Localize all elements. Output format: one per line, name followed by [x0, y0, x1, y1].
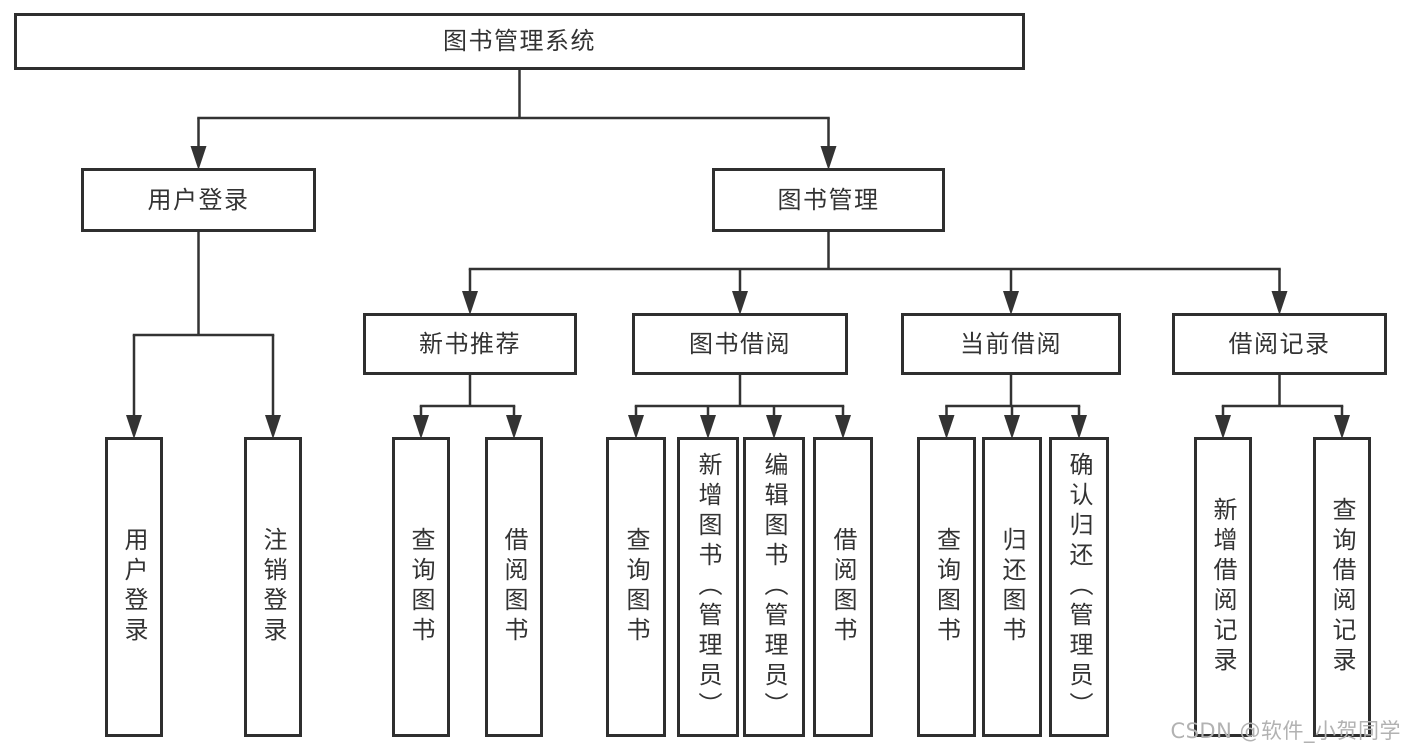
node-cb-confirm: 确认归还（管理员）	[1049, 437, 1109, 737]
node-label: 图书管理系统	[443, 27, 596, 56]
node-label: 查询借阅记录	[1328, 497, 1356, 677]
node-label: 归还图书	[998, 527, 1026, 647]
node-cb-query: 查询图书	[917, 437, 976, 737]
node-label: 图书借阅	[689, 329, 791, 358]
node-label: 查询图书	[622, 527, 650, 647]
node-new-rec: 新书推荐	[363, 313, 577, 375]
node-book-mgmt: 图书管理	[712, 168, 945, 232]
node-root: 图书管理系统	[14, 13, 1025, 70]
node-bb-edit: 编辑图书（管理员）	[743, 437, 805, 737]
node-borrow-records: 借阅记录	[1172, 313, 1387, 375]
node-label: 注销登录	[259, 527, 287, 647]
node-label: 确认归还（管理员）	[1065, 452, 1093, 722]
node-bb-query: 查询图书	[606, 437, 666, 737]
node-nr-borrow: 借阅图书	[485, 437, 543, 737]
node-label: 当前借阅	[960, 329, 1062, 358]
node-book-borrow: 图书借阅	[632, 313, 848, 375]
node-bb-add: 新增图书（管理员）	[677, 437, 739, 737]
node-br-add: 新增借阅记录	[1194, 437, 1252, 737]
node-label: 查询图书	[407, 527, 435, 647]
node-nr-query: 查询图书	[392, 437, 450, 737]
node-label: 新增借阅记录	[1209, 497, 1237, 677]
node-label: 用户登录	[147, 185, 250, 214]
node-label: 新增图书（管理员）	[694, 452, 722, 722]
node-user-login: 用户登录	[81, 168, 316, 232]
node-label: 编辑图书（管理员）	[760, 452, 788, 722]
node-bb-borrow: 借阅图书	[813, 437, 873, 737]
node-label: 借阅图书	[829, 527, 857, 647]
node-label: 图书管理	[777, 185, 880, 214]
node-current-borrow: 当前借阅	[901, 313, 1121, 375]
node-label: 新书推荐	[419, 329, 521, 358]
node-cb-return: 归还图书	[982, 437, 1042, 737]
node-br-query: 查询借阅记录	[1313, 437, 1371, 737]
node-label: 借阅记录	[1228, 329, 1331, 358]
watermark: CSDN @软件_小贺同学	[1170, 719, 1401, 743]
node-label: 用户登录	[120, 527, 148, 647]
node-label: 借阅图书	[500, 527, 528, 647]
node-ul-logout: 注销登录	[244, 437, 302, 737]
node-label: 查询图书	[932, 527, 961, 647]
node-ul-login: 用户登录	[105, 437, 163, 737]
